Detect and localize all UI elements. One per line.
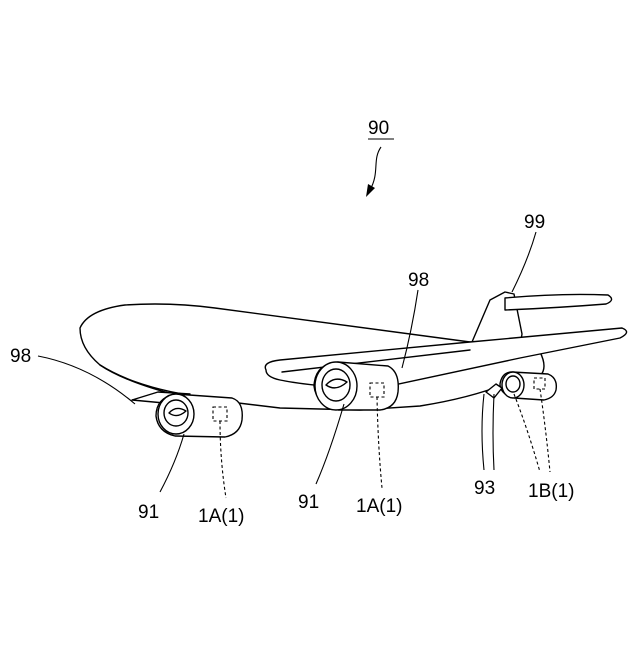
leader-1B-a (514, 394, 540, 472)
label-part-right: 93 (474, 478, 495, 499)
label-sensor-right: 1B(1) (528, 481, 574, 502)
label-engine-left: 91 (138, 502, 159, 523)
label-wing-top: 98 (408, 270, 429, 291)
label-wing-left: 98 (10, 346, 31, 367)
leader-91-left (160, 434, 184, 492)
label-sensor-mid: 1A(1) (356, 496, 402, 517)
leader-91-mid (316, 404, 344, 484)
main-ref-arrow-line (370, 147, 381, 190)
leader-93-a (482, 394, 484, 470)
label-sensor-left: 1A(1) (198, 506, 244, 527)
label-tail: 99 (524, 212, 545, 233)
leader-93-b (493, 394, 494, 470)
leader-1B-b (540, 389, 550, 472)
label-engine-mid: 91 (298, 492, 319, 513)
horizontal-stabilizer (505, 294, 612, 310)
leader-99 (512, 232, 536, 292)
label-main-ref: 90 (368, 118, 389, 139)
main-ref-arrowhead (366, 184, 375, 197)
